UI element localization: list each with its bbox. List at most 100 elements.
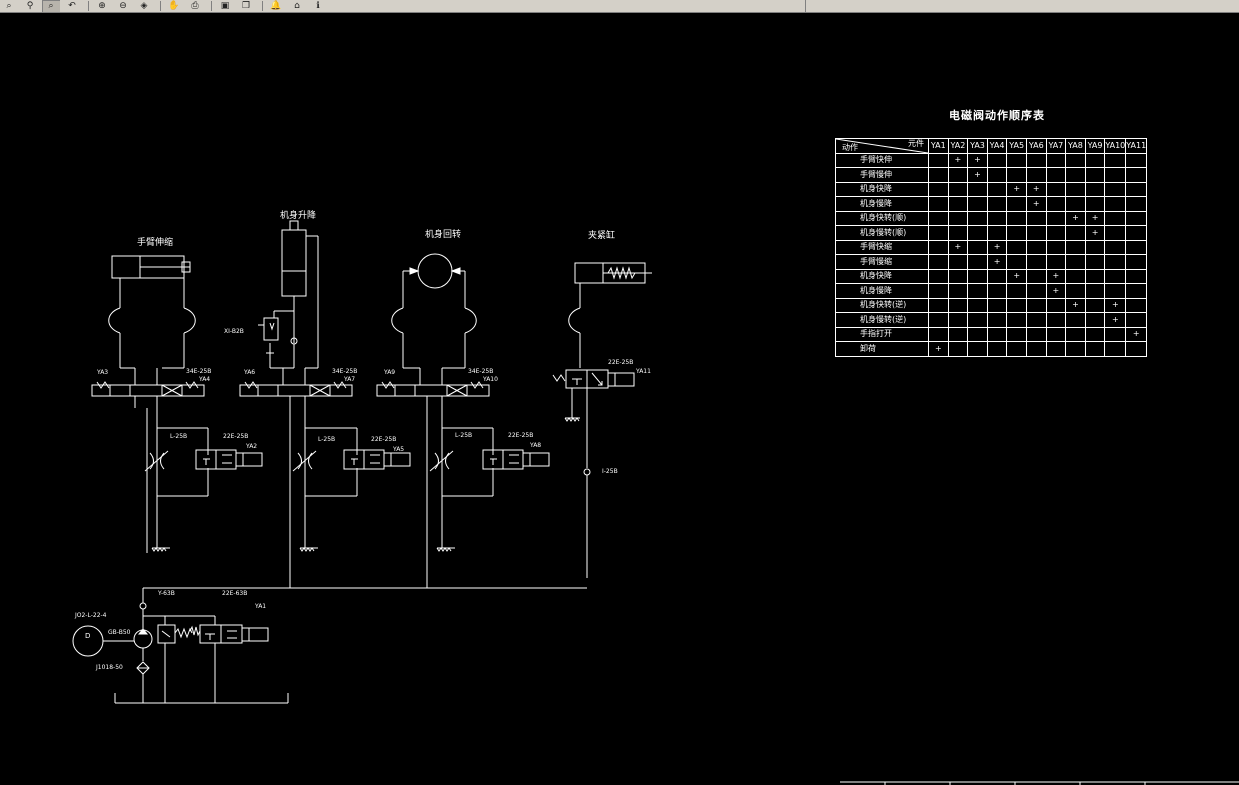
toolbar-divider xyxy=(805,0,806,12)
table-cell xyxy=(1084,326,1106,342)
table-row: 手指打开+ xyxy=(835,326,1148,342)
label-22e-arm: 22E-25B xyxy=(223,433,248,440)
column-header: YA6 xyxy=(1025,138,1047,154)
label-ya4: YA4 xyxy=(198,376,210,383)
table-cell xyxy=(1045,312,1067,328)
table-cell xyxy=(1045,341,1067,357)
table-cell xyxy=(1104,341,1127,357)
table-row: 手臂慢伸+ xyxy=(835,167,1148,183)
table-cell xyxy=(928,181,949,197)
table-cell: + xyxy=(1084,225,1106,241)
table-cell xyxy=(1025,268,1047,284)
table-cell xyxy=(1025,312,1047,328)
label-unload-valve: 22E-63B xyxy=(222,590,247,597)
circuit-body-lift xyxy=(239,220,411,588)
column-header: YA2 xyxy=(947,138,969,154)
table-cell xyxy=(1045,239,1067,255)
table-cell xyxy=(1065,196,1086,212)
print-icon[interactable]: ⎙ xyxy=(191,1,199,11)
pan-icon[interactable]: ✋ xyxy=(168,1,180,11)
copy-icon[interactable]: ❐ xyxy=(241,1,251,11)
table-cell xyxy=(1125,341,1148,357)
table-cell: + xyxy=(1006,181,1027,197)
table-cell xyxy=(947,181,969,197)
table-cell xyxy=(1084,312,1106,328)
electric-motor xyxy=(72,625,104,657)
hydraulic-schematic: 手臂伸缩 机身升降 机身回转 夹紧缸 YA3 34E-25B YA4 L-25B… xyxy=(72,209,652,704)
zoom-previous-icon[interactable]: ↶ xyxy=(68,1,76,11)
table-cell xyxy=(1006,152,1027,168)
table-cell xyxy=(967,196,988,212)
table-cell xyxy=(1104,239,1127,255)
pump-station xyxy=(72,624,289,704)
label-throttle-arm: L-25B xyxy=(170,433,187,440)
table-cell: + xyxy=(1125,326,1148,342)
page-icon[interactable]: ▣ xyxy=(220,1,230,11)
table-cell xyxy=(986,283,1008,299)
label-motor-code: JO2-L-22-4 xyxy=(74,612,107,619)
table-cell xyxy=(967,268,988,284)
info-icon[interactable]: ℹ xyxy=(316,1,320,11)
table-row: 机身快降++ xyxy=(835,268,1148,284)
table-cell xyxy=(986,152,1008,168)
table-cell xyxy=(967,326,988,342)
table-cell xyxy=(1084,254,1106,270)
relief-valve xyxy=(157,624,176,644)
table-cell xyxy=(1025,341,1047,357)
table-cell xyxy=(1125,297,1148,313)
table-cell: + xyxy=(1104,312,1127,328)
table-cell xyxy=(967,239,988,255)
table-cell xyxy=(1065,181,1086,197)
table-cell: + xyxy=(947,152,969,168)
table-cell xyxy=(1125,210,1148,226)
home-icon[interactable]: ⌂ xyxy=(294,1,300,11)
drawing-canvas[interactable]: 手臂伸缩 机身升降 机身回转 夹紧缸 YA3 34E-25B YA4 L-25B… xyxy=(0,13,1239,785)
table-cell xyxy=(986,326,1008,342)
zoom-in-icon[interactable]: ⚲ xyxy=(26,1,34,11)
table-cell xyxy=(1006,326,1027,342)
bell-icon[interactable]: 🔔 xyxy=(270,1,282,11)
table-cell xyxy=(1125,239,1148,255)
table-cell xyxy=(986,341,1008,357)
table-row: 机身慢转(逆)+ xyxy=(835,312,1148,328)
table-cell xyxy=(1104,225,1127,241)
table-cell xyxy=(1084,283,1106,299)
table-cell xyxy=(928,268,949,284)
table-cell xyxy=(1025,210,1047,226)
supply-lines xyxy=(139,587,587,633)
table-cell xyxy=(1045,210,1067,226)
circuit-body-rotate xyxy=(376,253,550,588)
table-cell xyxy=(1025,254,1047,270)
zoom-extents-icon[interactable]: ⊕ xyxy=(98,1,106,11)
table-cell xyxy=(1045,196,1067,212)
zoom-icon[interactable]: ⌕ xyxy=(6,1,12,11)
table-cell: + xyxy=(1104,297,1127,313)
label-filter-code: J1018-50 xyxy=(95,664,123,671)
valve-34e-arm xyxy=(91,384,205,397)
table-cell xyxy=(1104,326,1127,342)
table-cell: + xyxy=(1025,181,1047,197)
table-cell xyxy=(1084,167,1106,183)
layer-icon[interactable]: ◈ xyxy=(140,1,148,11)
table-cell xyxy=(986,210,1008,226)
table-cell xyxy=(1065,283,1086,299)
table-cell xyxy=(1045,254,1067,270)
table-cell xyxy=(1025,326,1047,342)
table-cell xyxy=(1104,196,1127,212)
action-label: 手臂慢缩 xyxy=(835,254,929,270)
table-row: 机身快转(顺)++ xyxy=(835,210,1148,226)
table-cell xyxy=(1125,196,1148,212)
table-row: 机身快降++ xyxy=(835,181,1148,197)
zoom-out-icon[interactable]: ⊖ xyxy=(119,1,127,11)
table-cell xyxy=(1125,268,1148,284)
table-cell: + xyxy=(1065,210,1086,226)
table-cell xyxy=(1006,167,1027,183)
label-34e-lift: 34E-25B xyxy=(332,368,357,375)
table-cell xyxy=(947,326,969,342)
table-row: 手臂慢缩+ xyxy=(835,254,1148,270)
table-cell xyxy=(1104,181,1127,197)
action-label: 机身快转(逆) xyxy=(835,297,929,313)
zoom-window-icon[interactable]: ⌕ xyxy=(42,0,60,12)
column-header: YA5 xyxy=(1006,138,1027,154)
